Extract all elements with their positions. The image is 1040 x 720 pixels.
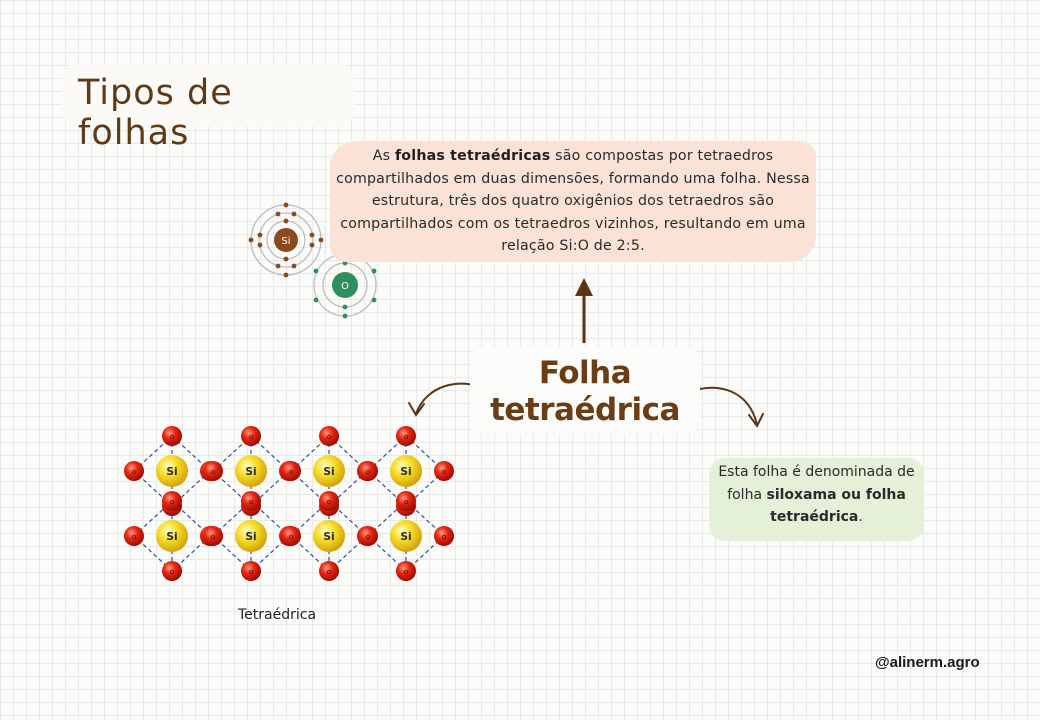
description-post: são compostas por tetraedros compartilha… <box>336 148 810 254</box>
oxygen-atom-label: o <box>442 533 446 541</box>
oxygen-atom-label: o <box>211 533 215 541</box>
oxygen-atom: o <box>241 491 261 511</box>
oxygen-atom: o <box>396 491 416 511</box>
silicon-atom-label: Si <box>323 466 334 478</box>
center-label: Folha tetraédrica <box>470 355 700 429</box>
oxygen-atom-label: o <box>132 468 136 476</box>
oxygen-atom: o <box>434 526 454 546</box>
center-label-line2: tetraédrica <box>490 392 680 428</box>
silicon-atom: Si <box>235 520 267 552</box>
oxygen-atom: o <box>396 426 416 446</box>
silicon-atom-label: Si <box>400 531 411 543</box>
oxygen-atom: o <box>358 461 378 481</box>
up-arrow <box>575 278 593 343</box>
oxygen-atom: o <box>319 491 339 511</box>
silicon-atom: Si <box>156 455 188 487</box>
oxygen-atom: o <box>241 561 261 581</box>
oxygen-atom: o <box>319 426 339 446</box>
oxygen-atom-label: o <box>170 498 174 506</box>
oxygen-atom-label: o <box>327 433 331 441</box>
silicon-atom: Si <box>390 455 422 487</box>
silicon-model-label: Si <box>281 236 290 247</box>
oxygen-atom: o <box>281 526 301 546</box>
description-card: As folhas tetraédricas são compostas por… <box>330 141 816 262</box>
silicon-atom-model: Si <box>248 202 324 278</box>
oxygen-atom-label: o <box>366 468 370 476</box>
oxygen-atom-label: o <box>249 433 253 441</box>
oxygen-atom: o <box>434 461 454 481</box>
author-handle: @alinerm.agro <box>875 654 980 671</box>
oxygen-atom: o <box>203 526 223 546</box>
oxygen-atom-label: o <box>249 498 253 506</box>
description-text: As folhas tetraédricas são compostas por… <box>330 145 816 258</box>
oxygen-atom: o <box>358 526 378 546</box>
silicon-atom: Si <box>390 520 422 552</box>
oxygen-atom: o <box>162 426 182 446</box>
oxygen-atom-label: o <box>170 568 174 576</box>
side-note-text: Esta folha é denominada de folha siloxam… <box>709 461 924 529</box>
oxygen-atom: o <box>162 491 182 511</box>
oxygen-atom-label: o <box>404 568 408 576</box>
oxygen-atom-label: o <box>249 568 253 576</box>
oxygen-atom-label: o <box>327 568 331 576</box>
side-note-pre: Esta folha é denominada de folha <box>718 464 915 503</box>
description-bold: folhas tetraédricas <box>394 148 551 164</box>
oxygen-model-label: O <box>341 281 349 292</box>
silicon-atom-label: Si <box>245 466 256 478</box>
silicon-atom-label: Si <box>323 531 334 543</box>
silicon-atom-label: Si <box>245 531 256 543</box>
silicon-atom-label: Si <box>166 531 177 543</box>
lattice-caption: Tetraédrica <box>238 607 317 623</box>
oxygen-atom-label: o <box>327 498 331 506</box>
oxygen-atom: o <box>162 561 182 581</box>
oxygen-atom-label: o <box>404 433 408 441</box>
oxygen-atom-label: o <box>132 533 136 541</box>
oxygen-atom: o <box>281 461 301 481</box>
oxygen-atom: o <box>241 426 261 446</box>
oxygen-atom-label: o <box>211 468 215 476</box>
side-note-bold: siloxama ou folha tetraédrica <box>766 486 906 526</box>
oxygen-atom-label: o <box>366 533 370 541</box>
oxygen-atom: o <box>124 526 144 546</box>
silicon-atom: Si <box>156 520 188 552</box>
oxygen-atom-label: o <box>170 433 174 441</box>
oxygen-atom-label: o <box>404 498 408 506</box>
oxygen-atom: o <box>203 461 223 481</box>
silicon-atom: Si <box>313 455 345 487</box>
oxygen-atom: o <box>124 461 144 481</box>
lattice-atoms: ooooooooooooooooooooooooooooooooSiSiSiSi… <box>124 426 454 581</box>
oxygen-atom-label: o <box>289 533 293 541</box>
title-card: Tipos de folhas <box>62 64 354 153</box>
silicon-atom: Si <box>313 520 345 552</box>
center-label-line1: Folha <box>538 355 632 391</box>
description-pre: As <box>372 148 395 164</box>
silicon-atom-label: Si <box>166 466 177 478</box>
side-note-post: . <box>858 509 863 525</box>
oxygen-atom: o <box>319 561 339 581</box>
oxygen-atom-label: o <box>442 468 446 476</box>
center-label-card: Folha tetraédrica <box>470 347 700 434</box>
oxygen-atom-label: o <box>289 468 293 476</box>
side-note-card: Esta folha é denominada de folha siloxam… <box>709 458 924 541</box>
page-title: Tipos de folhas <box>78 73 233 153</box>
silicon-atom: Si <box>235 455 267 487</box>
oxygen-atom: o <box>396 561 416 581</box>
silicon-atom-label: Si <box>400 466 411 478</box>
